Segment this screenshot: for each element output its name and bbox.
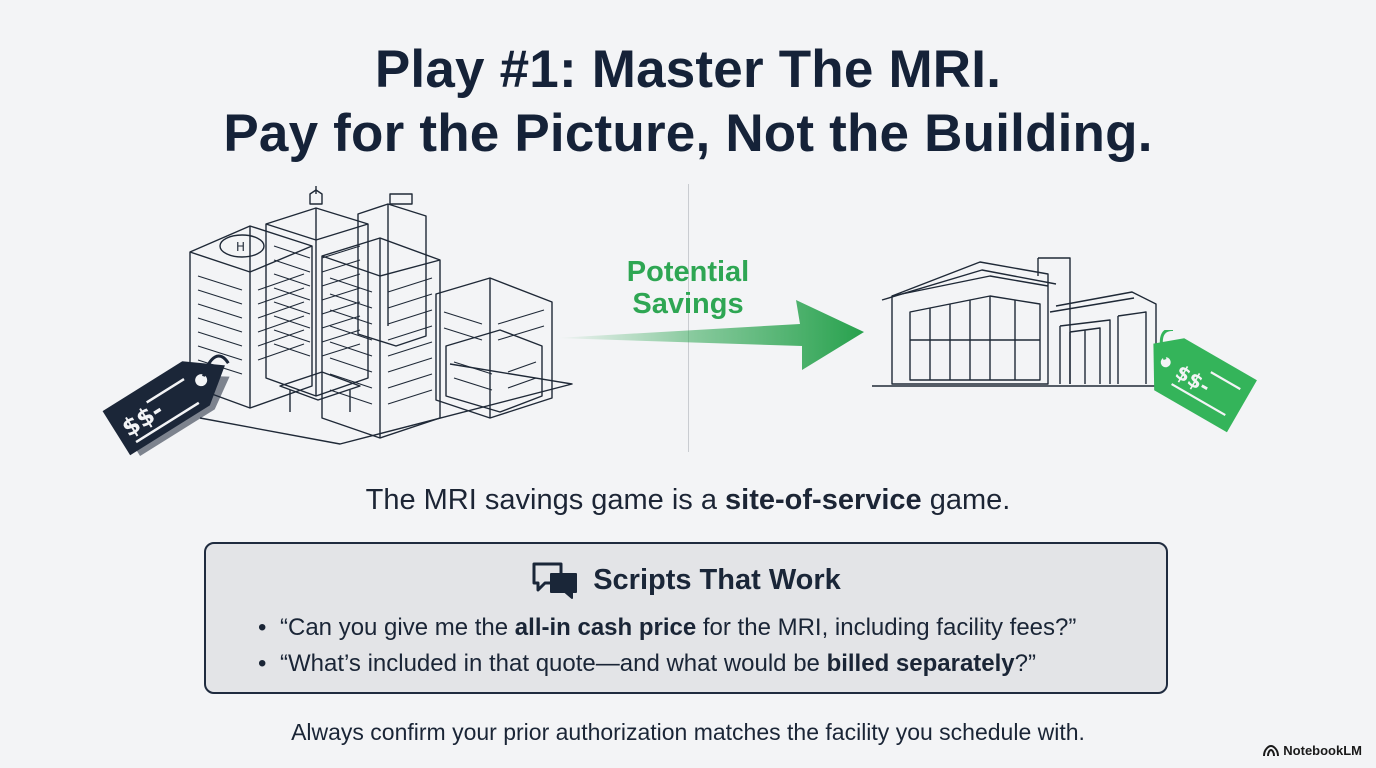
script-text: “Can you give me the — [280, 614, 515, 641]
brand-name: NotebookLM — [1283, 743, 1362, 758]
script-emphasis: all-in cash price — [514, 614, 697, 641]
script-text-end: ?” — [1014, 650, 1036, 677]
script-text-end: for the MRI, including facility fees?” — [696, 614, 1077, 641]
brand-watermark: NotebookLM — [1263, 743, 1362, 758]
green-price-tag-icon: $$- — [1153, 330, 1257, 433]
svg-text:H: H — [236, 240, 245, 254]
title-line-1: Play #1: Master The MRI. — [374, 40, 1002, 99]
script-item: •“Can you give me the all-in cash price … — [258, 610, 1076, 646]
page-title: Play #1: Master The MRI. Pay for the Pic… — [0, 38, 1376, 166]
script-text: “What’s included in that quote—and what … — [280, 650, 827, 677]
bullet-icon: • — [258, 614, 267, 641]
savings-arrow-icon — [556, 300, 864, 370]
scripts-box: Scripts That Work •“Can you give me the … — [204, 542, 1168, 694]
tagline-text-end: game. — [921, 484, 1011, 516]
scripts-title: Scripts That Work — [593, 563, 841, 596]
savings-line-2: Savings — [632, 288, 744, 320]
scripts-list: •“Can you give me the all-in cash price … — [258, 610, 1076, 682]
scripts-header: Scripts That Work — [206, 558, 1166, 602]
notebooklm-logo-icon — [1263, 744, 1280, 756]
clinic-illustration — [872, 257, 1170, 387]
potential-savings-label: Potential Savings — [598, 256, 778, 320]
divider-line — [688, 184, 689, 452]
script-item: • “What’s included in that quote—and what… — [258, 646, 1076, 682]
footer-note: Always confirm your prior authorization … — [291, 719, 1085, 745]
tagline-text: The MRI savings game is a — [365, 484, 726, 516]
chat-bubbles-icon — [532, 562, 578, 599]
script-emphasis: billed separately — [826, 650, 1015, 677]
savings-line-1: Potential — [626, 256, 750, 288]
price-tag-icon: $$- — [102, 354, 230, 457]
tagline-emphasis: site-of-service — [725, 484, 922, 516]
bullet-icon: • — [258, 650, 267, 677]
title-line-2: Pay for the Picture, Not the Building. — [223, 104, 1153, 163]
tagline: The MRI savings game is a site-of-servic… — [0, 482, 1376, 518]
